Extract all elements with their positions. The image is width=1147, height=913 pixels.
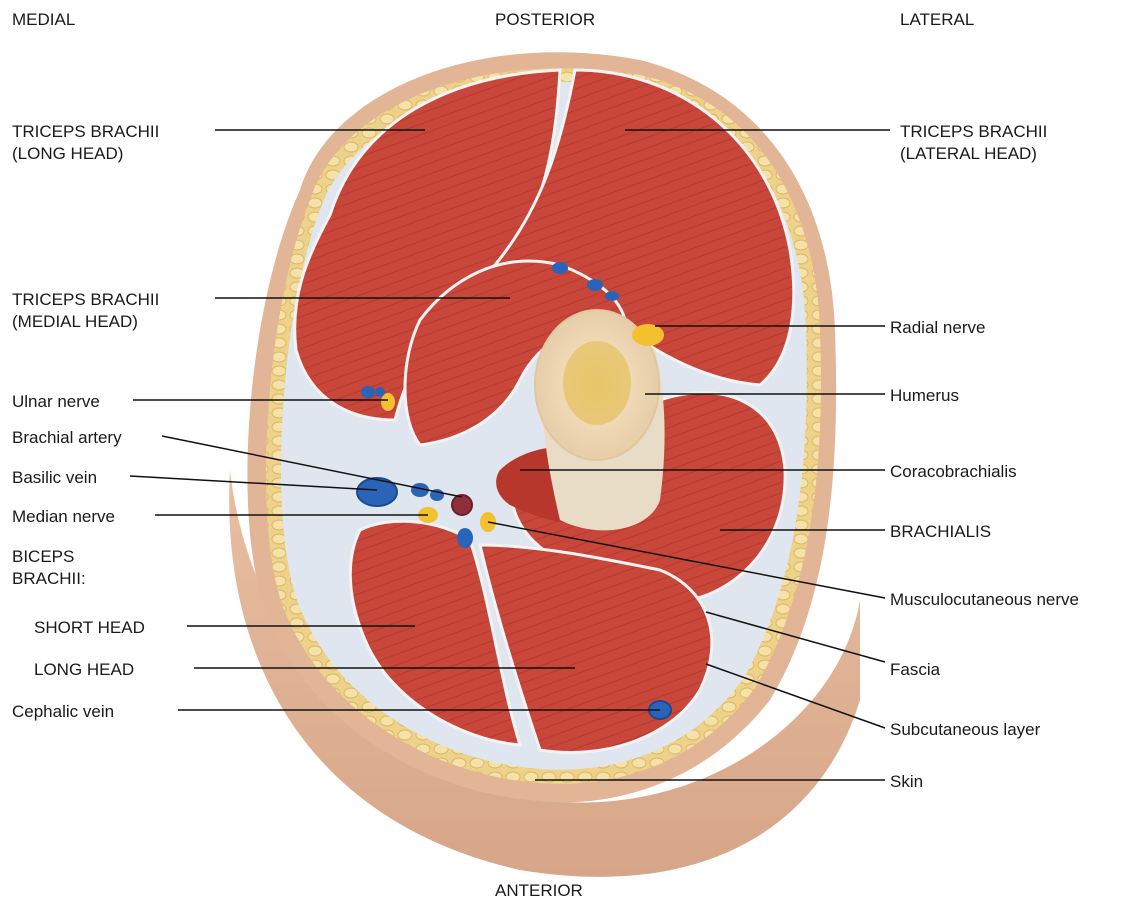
label-basilic-vein: Basilic vein xyxy=(12,467,97,488)
label-triceps-long-1: TRICEPS BRACHII xyxy=(12,121,159,142)
label-triceps-lateral-2: (LATERAL HEAD) xyxy=(900,143,1037,164)
radial-vein-3 xyxy=(605,291,619,301)
marrow xyxy=(563,341,631,425)
ulnar-vein-1 xyxy=(361,386,375,398)
label-musculocutaneous-nerve: Musculocutaneous nerve xyxy=(890,589,1079,610)
orientation-posterior: POSTERIOR xyxy=(495,9,595,30)
label-fascia: Fascia xyxy=(890,659,940,680)
label-coracobrachialis: Coracobrachialis xyxy=(890,461,1017,482)
orientation-anterior: ANTERIOR xyxy=(495,880,583,901)
label-triceps-medial-2: (MEDIAL HEAD) xyxy=(12,311,138,332)
deep-vein xyxy=(457,528,473,548)
label-triceps-lateral-1: TRICEPS BRACHII xyxy=(900,121,1047,142)
label-long-head: LONG HEAD xyxy=(34,659,134,680)
label-skin: Skin xyxy=(890,771,923,792)
label-triceps-medial-1: TRICEPS BRACHII xyxy=(12,289,159,310)
brachial-artery xyxy=(452,495,472,515)
label-short-head: SHORT HEAD xyxy=(34,617,145,638)
label-median-nerve: Median nerve xyxy=(12,506,115,527)
label-ulnar-nerve: Ulnar nerve xyxy=(12,391,100,412)
radial-vein-2 xyxy=(587,279,603,291)
orientation-medial: MEDIAL xyxy=(12,9,75,30)
orientation-lateral: LATERAL xyxy=(900,9,974,30)
label-brachialis: BRACHIALIS xyxy=(890,521,991,542)
ulnar-vein-2 xyxy=(375,387,385,397)
label-biceps-2: BRACHII: xyxy=(12,568,86,589)
label-humerus: Humerus xyxy=(890,385,959,406)
label-brachial-artery: Brachial artery xyxy=(12,427,122,448)
label-radial-nerve: Radial nerve xyxy=(890,317,985,338)
label-subcutaneous-layer: Subcutaneous layer xyxy=(890,719,1040,740)
radial-vein-1 xyxy=(552,262,568,274)
label-biceps-1: BICEPS xyxy=(12,546,74,567)
label-cephalic-vein: Cephalic vein xyxy=(12,701,114,722)
radial-nerve xyxy=(632,324,664,346)
label-triceps-long-2: (LONG HEAD) xyxy=(12,143,123,164)
